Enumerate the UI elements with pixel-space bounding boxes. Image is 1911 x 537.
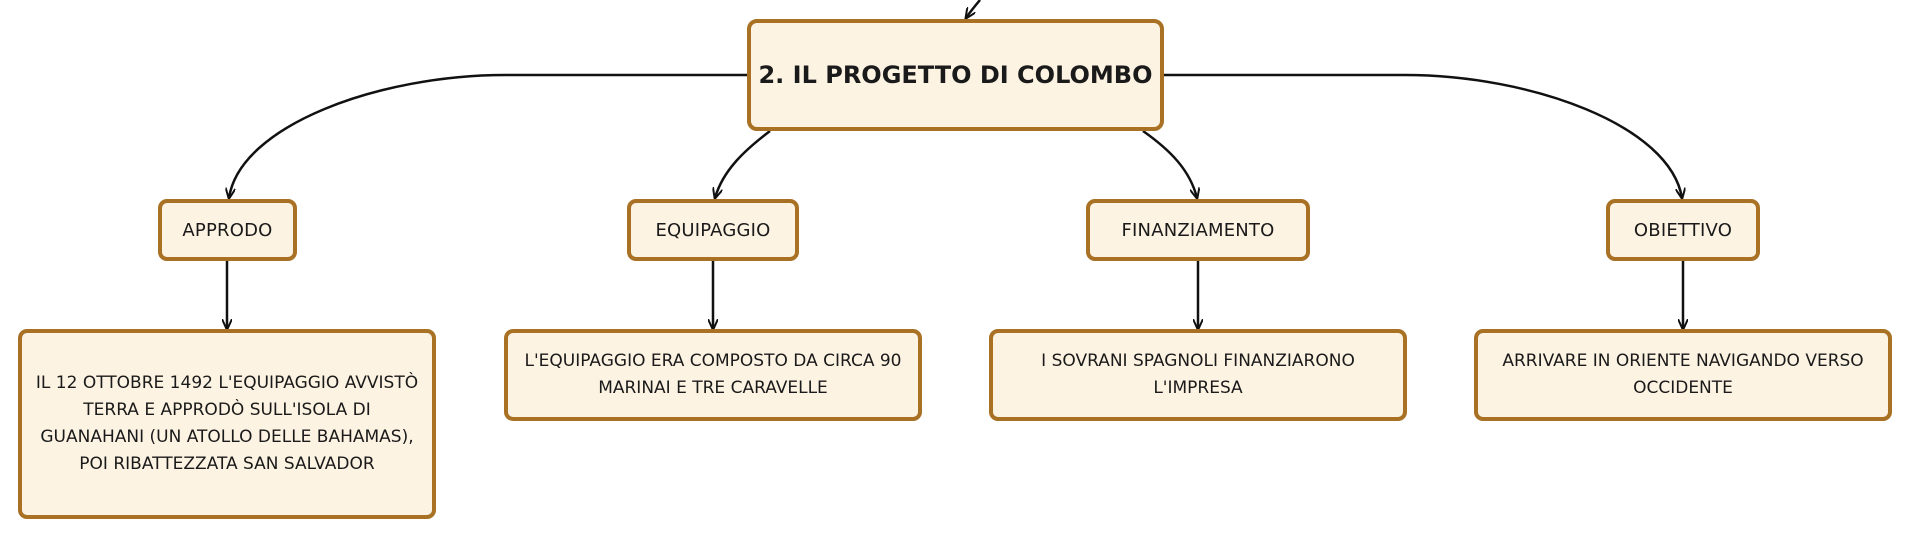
detail-node-finanziamento[interactable]: I SOVRANI SPAGNOLI FINANZIARONO L'IMPRES… xyxy=(989,329,1407,421)
category-label-finanziamento: FINANZIAMENTO xyxy=(1121,219,1275,241)
connector-root-obiettivo xyxy=(1164,73,1682,198)
connector-root-approdo xyxy=(229,73,747,198)
detail-node-obiettivo[interactable]: ARRIVARE IN ORIENTE NAVIGANDO VERSO OCCI… xyxy=(1474,329,1892,421)
category-node-finanziamento[interactable]: FINANZIAMENTO xyxy=(1086,199,1310,261)
detail-text-approdo: IL 12 OTTOBRE 1492 L'EQUIPAGGIO AVVISTÒ … xyxy=(35,373,419,474)
detail-text-finanziamento: I SOVRANI SPAGNOLI FINANZIARONO L'IMPRES… xyxy=(1041,351,1355,398)
detail-text-obiettivo: ARRIVARE IN ORIENTE NAVIGANDO VERSO OCCI… xyxy=(1502,351,1864,398)
root-node-label: 2. IL PROGETTO DI COLOMBO xyxy=(758,61,1153,89)
category-node-obiettivo[interactable]: OBIETTIVO xyxy=(1606,199,1760,261)
category-node-equipaggio[interactable]: EQUIPAGGIO xyxy=(627,199,799,261)
detail-node-equipaggio[interactable]: L'EQUIPAGGIO ERA COMPOSTO DA CIRCA 90 MA… xyxy=(504,329,922,421)
connector-root-finanziamento xyxy=(1142,129,1197,198)
category-node-approdo[interactable]: APPRODO xyxy=(158,199,297,261)
connector-root-equipaggio xyxy=(715,130,771,198)
connector-incoming-root xyxy=(966,0,981,18)
category-label-equipaggio: EQUIPAGGIO xyxy=(655,219,771,241)
detail-node-approdo[interactable]: IL 12 OTTOBRE 1492 L'EQUIPAGGIO AVVISTÒ … xyxy=(18,329,436,519)
root-node[interactable]: 2. IL PROGETTO DI COLOMBO xyxy=(747,19,1164,131)
category-label-obiettivo: OBIETTIVO xyxy=(1633,219,1733,241)
category-label-approdo: APPRODO xyxy=(182,219,273,241)
detail-text-equipaggio: L'EQUIPAGGIO ERA COMPOSTO DA CIRCA 90 MA… xyxy=(524,351,902,398)
